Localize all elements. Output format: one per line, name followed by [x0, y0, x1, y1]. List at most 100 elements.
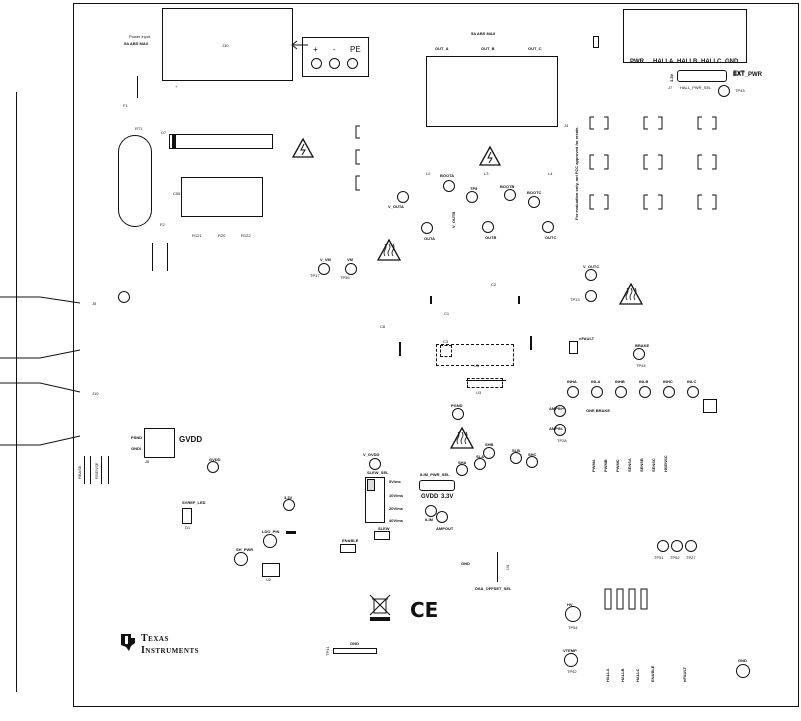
tp52-testpoint — [671, 540, 683, 552]
inhb-testpoint — [615, 386, 627, 398]
tp51-testpoint — [657, 540, 669, 552]
sha-label: SHA — [458, 460, 467, 465]
bootc-testpoint — [528, 196, 540, 208]
power-input-ref: J10 — [222, 43, 229, 48]
hall-c-label: HALLC — [701, 59, 722, 65]
u2-ic — [262, 563, 280, 577]
ampout-testpoint — [436, 511, 448, 523]
vm-label: VM — [347, 257, 353, 262]
enable-label: ENABLE — [342, 538, 359, 543]
shb-testpoint — [483, 447, 495, 459]
r20-label: R20 — [218, 233, 226, 238]
power-terminal — [302, 37, 369, 77]
enable-bottom-label: ENABLE — [650, 665, 655, 682]
rbase-label: RBASE — [77, 465, 82, 479]
inlb-testpoint — [639, 386, 651, 398]
slew-sel-jumper — [365, 477, 385, 523]
hall-3v3-label: 3.3V — [669, 73, 674, 82]
connector-small-right — [703, 399, 717, 413]
gndi-label: GNDI — [131, 446, 141, 451]
tp27-label: TP27 — [686, 555, 696, 560]
inhc-testpoint — [663, 386, 675, 398]
inha-testpoint — [567, 386, 579, 398]
resistor-brackets-right — [589, 116, 717, 210]
one-brake-label: ONE BRAKE — [586, 408, 611, 413]
shb-label: SHB — [485, 442, 494, 447]
c55-label: C55 — [173, 191, 181, 196]
f2-pin-2 — [167, 243, 168, 271]
u5-label: U5 — [474, 363, 480, 368]
weee-recycle-icon — [369, 594, 391, 621]
v-gvdd-testpoint — [369, 458, 381, 470]
terminal-screw-2 — [329, 58, 340, 69]
rbase-pin-1 — [84, 456, 85, 484]
left-wire-vertical — [16, 92, 17, 692]
ldo-label: LDO_PIN — [262, 529, 280, 534]
hall-ext-label: EXT — [733, 71, 745, 77]
gvdd-big-label: GVDD — [179, 435, 203, 444]
ext-pwr-label: EXT_PWR — [733, 72, 763, 78]
outa-label: OUTA — [424, 236, 436, 241]
v-outb-label: V_OUTB — [451, 211, 456, 228]
r122-label: R122 — [241, 233, 251, 238]
nfault-label: nFAULT — [579, 336, 595, 341]
hv-label: HV — [567, 602, 573, 607]
inlc-label: INLC — [687, 379, 697, 384]
terminal-pe-label: PE — [350, 45, 361, 54]
hall-b-label: HALLB — [677, 59, 698, 65]
evaluation-note: For evaluation only, not FCC approved fo… — [574, 126, 579, 221]
ampin-n-testpoint — [554, 424, 566, 436]
hallb-bottom-label: HALLB — [620, 668, 625, 682]
j5-testpoint — [118, 291, 130, 303]
tp13-testpoint — [585, 290, 597, 302]
ampin-p-testpoint — [554, 405, 566, 417]
vtemp-label: VTEMP — [563, 648, 577, 653]
v-outa-label: V_OUTA — [388, 204, 404, 209]
shc-label: SHC — [528, 452, 537, 457]
hall-pwr-sel-jumper — [677, 70, 727, 82]
ldo-testpoint — [263, 534, 277, 548]
board-outline — [73, 3, 799, 707]
outb-testpoint — [482, 221, 494, 233]
v33-testpoint — [283, 499, 295, 511]
texas-instruments-logo-icon — [121, 634, 135, 651]
logo-line-2: Instruments — [141, 645, 200, 656]
v-outc-testpoint — [585, 269, 597, 281]
rate-5-label: 5V/ms — [389, 479, 401, 484]
v-outa-testpoint — [397, 191, 409, 203]
gnd-bottom-label: GND — [738, 658, 747, 663]
iset-label: ILIM — [425, 517, 433, 522]
pad-2 — [530, 336, 532, 350]
d7-diode — [169, 134, 273, 149]
slb-label: SLB — [512, 448, 520, 453]
high-voltage-warning-icon — [291, 137, 315, 158]
c8-label: C8 — [380, 324, 386, 329]
rsense-pin-2 — [108, 456, 109, 484]
pad-1 — [399, 342, 401, 356]
v33-label: 3.3V — [284, 495, 293, 500]
r121-label: R121 — [192, 233, 202, 238]
pwmb-label: PWMB — [603, 459, 608, 472]
outc-label: OUTC — [545, 235, 557, 240]
inha-label: INHA — [567, 379, 577, 384]
dsa-offset-sel-label: DSA_OFFSET_SEL — [475, 586, 512, 591]
bootb-label: BOOTB — [500, 184, 515, 189]
rate-20-label: 20V/ms — [389, 506, 404, 511]
hall-gnd-label: GND — [725, 59, 739, 65]
ampout-label: AMPOUT — [436, 526, 454, 531]
outc-testpoint — [542, 221, 554, 233]
hv-testpoint — [565, 606, 581, 622]
tp28-label: TP28 — [557, 438, 567, 443]
tp52-label: TP52 — [670, 555, 680, 560]
pad-4 — [518, 296, 520, 304]
connector-pads-bottom-right — [604, 588, 648, 610]
outb-label: OUTB — [485, 235, 497, 240]
inlb-label: INLB — [639, 379, 649, 384]
gnd-bottom-testpoint — [736, 664, 750, 678]
plus-sign-small: + — [175, 84, 178, 89]
ampin-n-label: AMPIN- — [549, 426, 564, 431]
j5-label: J5 — [92, 301, 97, 306]
j8-label: J8 — [145, 459, 150, 464]
vm-testpoint — [345, 263, 357, 275]
gvdd-connector — [144, 428, 175, 458]
